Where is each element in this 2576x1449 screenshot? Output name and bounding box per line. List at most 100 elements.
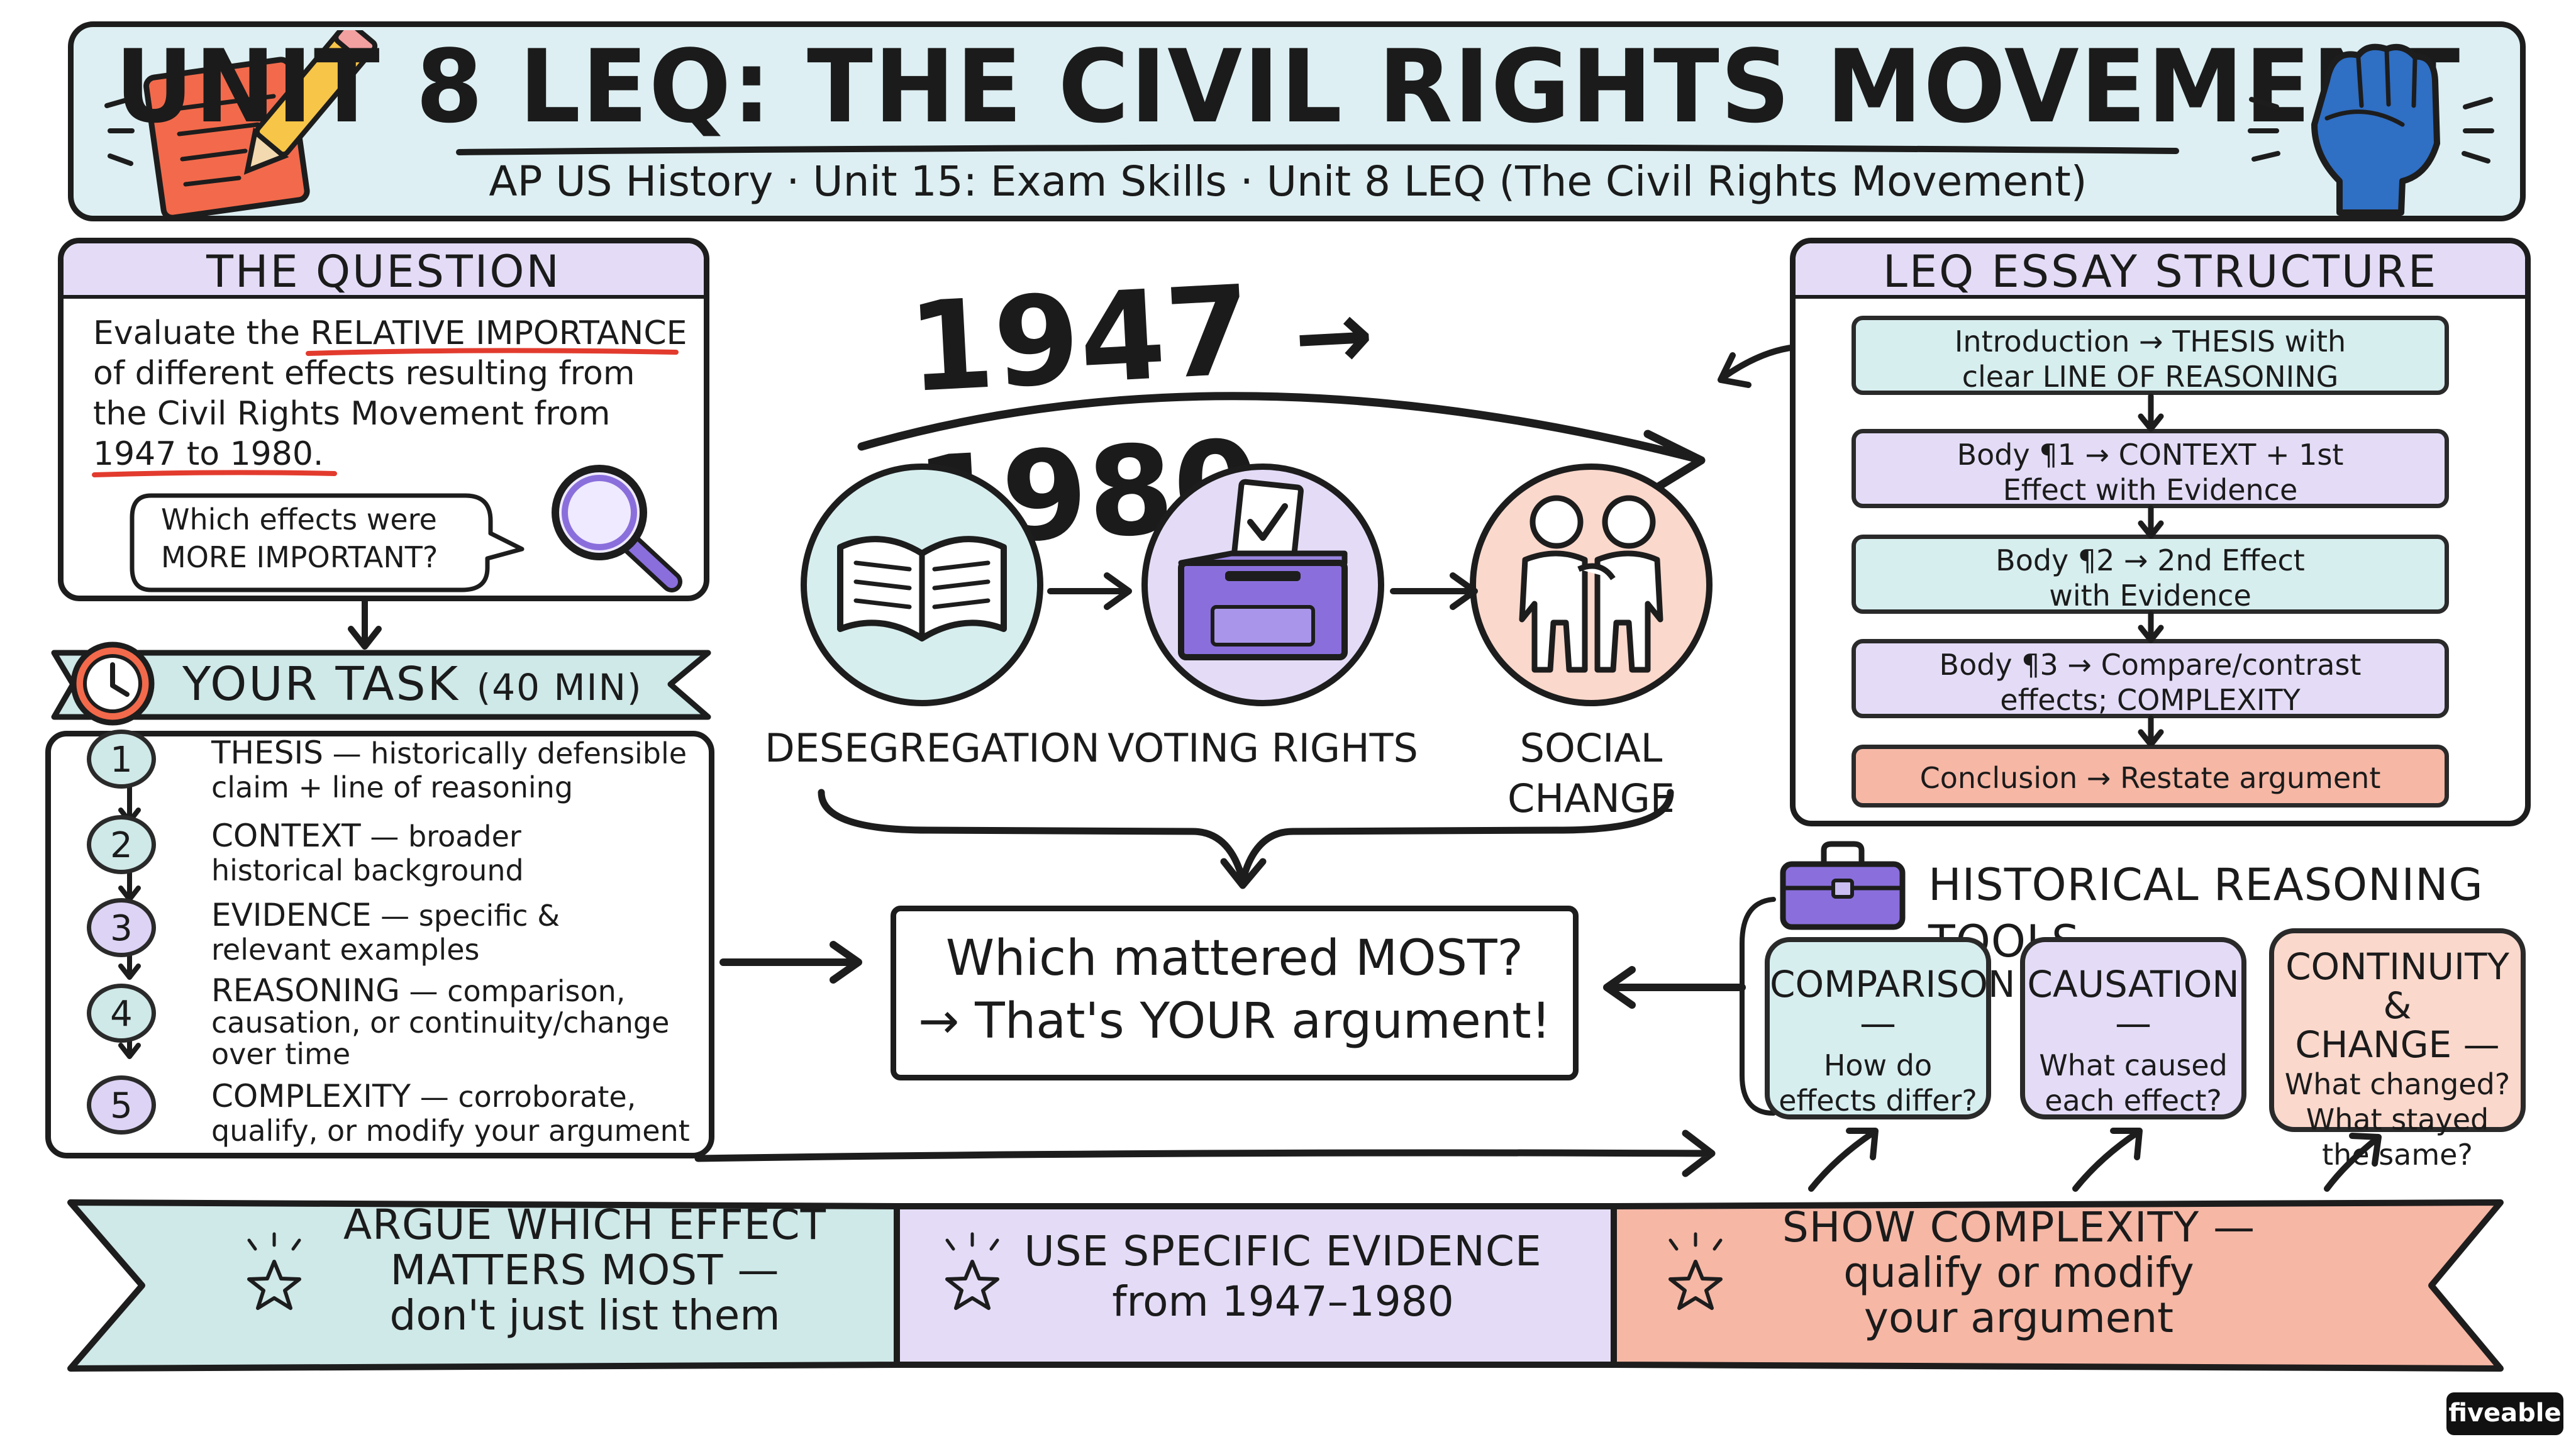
down-arrow-question (348, 597, 382, 650)
structure-header-band (1796, 243, 2525, 299)
task-step-4: REASONING — comparison, causation, or co… (211, 975, 702, 1070)
social-change-people-icon (1470, 464, 1713, 706)
tool-comparison: COMPARISON— How do effects differ? (1765, 937, 2016, 1119)
step-2-line1: — broader (360, 819, 521, 853)
structure-heading: LEQ ESSAY STRUCTURE (1882, 246, 2438, 297)
step-5-line1: — corroborate, (411, 1080, 636, 1114)
bubble-line-1: Which effects were (161, 502, 437, 536)
voting-ballot-box-icon (1141, 464, 1384, 706)
center-line-2: → That's YOUR argument! (918, 993, 1552, 1050)
step-2-line2: historical background (211, 853, 524, 887)
step-4-head: REASONING (211, 972, 400, 1009)
step-2-head: CONTEXT (211, 818, 361, 854)
task-step-2: CONTEXT — broader historical background (211, 819, 702, 887)
task-step-3: EVIDENCE — specific & relevant examples (211, 898, 702, 967)
step-1-line2: claim + line of reasoning (211, 770, 574, 804)
structure-step-2-b: Effect with Evidence (2002, 473, 2298, 507)
structure-step-body2: Body ¶2 → 2nd Effect with Evidence (1852, 535, 2449, 614)
task-step-1: THESIS — historically defensible claim +… (211, 736, 702, 804)
step-3-line1: — specific & (371, 899, 560, 933)
effect-label-voting-rights: VOTING RIGHTS (1108, 725, 1418, 771)
banner-1-line1: ARGUE WHICH EFFECT (343, 1201, 826, 1249)
tool-continuity-head2: CHANGE — (2295, 1023, 2500, 1066)
step-4-line3: over time (211, 1037, 351, 1071)
header-panel (68, 21, 2526, 221)
tool-comparison-q2: effects differ? (1779, 1084, 1977, 1118)
step-3-line2: relevant examples (211, 933, 480, 967)
question-line-2: of different effects resulting from (93, 355, 635, 392)
tools-bracket (1740, 897, 1776, 1116)
tool-causation-q2: each effect? (2045, 1084, 2222, 1118)
question-header-band (64, 243, 704, 299)
structure-step-3-b: with Evidence (2049, 579, 2251, 613)
banner-2-line2: from 1947–1980 (1112, 1277, 1454, 1326)
tool-causation-q1: What caused (2039, 1048, 2228, 1082)
banner-1-line3: don't just list them (389, 1291, 780, 1340)
banner-1-line2: MATTERS MOST — (390, 1246, 780, 1294)
center-argument-box (891, 906, 1579, 1080)
question-heading: THE QUESTION (206, 246, 561, 297)
timeline-arc-arrow (857, 392, 1706, 492)
step-number-5: 5 (87, 1075, 156, 1135)
structure-step-2-a: Body ¶1 → CONTEXT + 1st (1957, 438, 2344, 472)
tool-continuity-head1: CONTINUITY & (2285, 945, 2509, 1027)
step-4-line2: causation, or continuity/change (211, 1006, 670, 1040)
page-subtitle: AP US History · Unit 15: Exam Skills · U… (489, 157, 2087, 206)
step-1-line1: — historically defensible (323, 736, 687, 770)
step-number-1: 1 (87, 730, 156, 789)
banner-3-line1: SHOW COMPLEXITY — (1782, 1203, 2256, 1252)
title-underline (456, 144, 2179, 155)
structure-step-4-a: Body ¶3 → Compare/contrast (1939, 648, 2362, 682)
magnifier-icon (552, 465, 682, 592)
structure-step-1-b: clear LINE OF REASONING (1962, 360, 2339, 394)
merge-brace-arrow (818, 789, 1674, 889)
fiveable-logo: fiveable (2446, 1392, 2563, 1435)
effect-flow-arrows (1047, 572, 1478, 610)
question-line-4: 1947 to 1980. (93, 435, 324, 473)
center-line-1: Which mattered MOST? (945, 930, 1524, 987)
banner-segment-3: SHOW COMPLEXITY — qualify or modify your… (1736, 1205, 2302, 1341)
step-number-3: 3 (87, 898, 156, 957)
structure-connectors (2138, 394, 2164, 746)
tool-causation-head: CAUSATION— (2027, 963, 2240, 1045)
banner-segment-2: USE SPECIFIC EVIDENCE from 1947–1980 (1000, 1226, 1566, 1327)
structure-step-1-a: Introduction → THESIS with (1954, 325, 2346, 358)
highlight-underlines (92, 348, 679, 477)
task-heading-label: YOUR TASK (182, 657, 460, 711)
banner-3-line2: qualify or modify (1843, 1248, 2194, 1297)
desegregation-book-icon (801, 464, 1043, 706)
step-3-head: EVIDENCE (211, 897, 372, 933)
task-time: (40 MIN) (476, 666, 643, 709)
tool-comparison-head: COMPARISON— (1770, 963, 2016, 1045)
task-step-5: COMPLEXITY — corroborate, qualify, or mo… (211, 1079, 708, 1148)
bubble-text: Which effects were MORE IMPORTANT? (161, 501, 488, 576)
banner-2-line1: USE SPECIFIC EVIDENCE (1024, 1227, 1542, 1275)
structure-step-4-b: effects; COMPLEXITY (2000, 683, 2301, 717)
raised-fist-icon (2248, 43, 2494, 216)
question-line-1: Evaluate the RELATIVE IMPORTANCE (93, 314, 687, 352)
up-arrows-to-tools (1808, 1128, 2382, 1192)
step-number-4: 4 (87, 984, 156, 1043)
toolbox-icon (1780, 841, 1906, 930)
task-heading: YOUR TASK (40 MIN) (182, 654, 643, 718)
clock-icon (70, 641, 155, 726)
task-panel (45, 731, 714, 1158)
bottom-banner (67, 1199, 2504, 1372)
step-4-line1: — comparison, (399, 974, 626, 1008)
structure-step-5-a: Conclusion → Restate argument (1919, 761, 2381, 795)
structure-step-conclusion: Conclusion → Restate argument (1852, 745, 2449, 808)
tool-continuity-q2: What stayed (2306, 1102, 2489, 1136)
tool-continuity-change: CONTINUITY & CHANGE — What changed? What… (2269, 928, 2526, 1172)
banner-segment-1: ARGUE WHICH EFFECT MATTERS MOST — don't … (302, 1202, 868, 1338)
page-title: UNIT 8 LEQ: THE CIVIL RIGHTS MOVEMENT (114, 28, 2462, 145)
step-5-line2: qualify, or modify your argument (211, 1114, 690, 1148)
notepad-pencil-icon (104, 30, 378, 219)
bubble-line-2: MORE IMPORTANT? (161, 540, 438, 574)
tool-continuity-q1: What changed? (2284, 1067, 2511, 1101)
structure-step-intro: Introduction → THESIS with clear LINE OF… (1852, 316, 2449, 395)
effect-label-social-change: SOCIAL CHANGE (1507, 725, 1675, 821)
question-line-3: the Civil Rights Movement from (93, 395, 611, 433)
question-text: Evaluate the RELATIVE IMPORTANCE of diff… (93, 313, 697, 474)
step-number-2: 2 (87, 815, 156, 874)
